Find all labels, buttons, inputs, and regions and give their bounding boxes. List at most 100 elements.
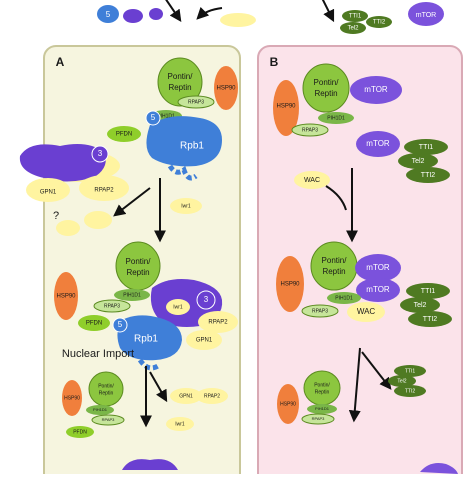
- a3-pfdn-label: PFDN: [86, 321, 102, 327]
- b3-tti1: [394, 365, 426, 377]
- b1-hsp90: [273, 80, 299, 136]
- a1-pontin-l1: Pontin/: [168, 72, 194, 81]
- b1-tti1: [404, 139, 448, 155]
- a-unknown-mark: ?: [53, 210, 59, 222]
- a3-iwr1: [166, 299, 190, 315]
- a1-rpb1: [146, 116, 222, 167]
- b2-mtor-label: mTOR: [366, 263, 390, 272]
- b1-pih1d1-label: PIH1D1: [327, 115, 345, 121]
- top-tti2-label: TTI2: [373, 20, 386, 26]
- top-mtor-label: mTOR: [416, 12, 436, 19]
- a3-pih1d1-label: PIH1D1: [123, 292, 141, 298]
- panel-a-complex-2: 3 GPN1 RPAP2: [19, 144, 129, 202]
- a2-rpb3: [91, 145, 109, 163]
- b-wac-free: [294, 171, 330, 189]
- a4-pontin-l1: Pontin/: [98, 383, 114, 389]
- a3-rpap3: [93, 299, 131, 313]
- a3-rpb5-num: 5: [118, 320, 123, 329]
- a3-rpb1-tail: [137, 358, 160, 371]
- a3-rpap2-label: RPAP2: [208, 320, 228, 326]
- b1-mtor-label: mTOR: [364, 85, 388, 94]
- a1-pfdn-label: PFDN: [116, 132, 132, 138]
- b3-tel2-label: Tel2: [397, 378, 406, 384]
- b-arrow-down-2: [348, 347, 361, 423]
- a3-iwr1-label: Iwr1: [173, 304, 183, 310]
- b2-pontin-l1: Pontin/: [322, 256, 348, 265]
- a-iwr1-free: [170, 198, 202, 214]
- b2-tti1: [406, 283, 450, 299]
- a1-pontin-l2: Reptin: [168, 83, 191, 92]
- b2-tti1-label: TTI1: [421, 288, 435, 295]
- a3-rpap2: [198, 311, 238, 333]
- a4-gpn1-label: GPN1: [179, 393, 193, 399]
- top-tel2-label: Tel2: [347, 26, 359, 32]
- b3-rpap3-label: RPAP3: [312, 416, 326, 421]
- b3-pih1d1: [307, 404, 337, 414]
- b3-hsp90-label: HSP90: [280, 401, 296, 407]
- a1-pontin: [157, 57, 203, 107]
- top-tel2: [340, 22, 366, 34]
- panel-a-complex-4: HSP90 Pontin/ Reptin PIH1D1 RPAP3 PFDN G…: [62, 366, 228, 470]
- b2-rpap3: [301, 304, 339, 318]
- b1-pontin-l2: Reptin: [314, 89, 337, 98]
- b1-tti1-label: TTI1: [419, 144, 433, 151]
- a4-pontin-l2: Reptin: [99, 390, 114, 396]
- b3-tel2: [388, 375, 416, 387]
- a4-rpap3-label: RPAP3: [102, 417, 116, 422]
- top-rpb-num: 5: [106, 10, 111, 19]
- a4-hsp90: [62, 380, 82, 416]
- top-tti2: [366, 16, 392, 28]
- b2-mtor-2-label: mTOR: [366, 285, 390, 294]
- b1-tel2-label: Tel2: [412, 158, 425, 165]
- b2-tel2-label: Tel2: [414, 302, 427, 309]
- a2-rpb-complex: [19, 144, 106, 182]
- b2-hsp90: [276, 256, 304, 312]
- a4-pfdn: [66, 426, 94, 438]
- panel-b-complex-2: HSP90 Pontin/ Reptin mTOR mTOR PIH1D1 RP…: [276, 241, 452, 327]
- panel-b: B HSP90 Pontin/ Reptin mTOR PIH1D1 RPAP3…: [257, 45, 463, 479]
- b1-mtor-2: [356, 131, 400, 157]
- b2-pih1d1-label: PIH1D1: [335, 295, 353, 301]
- a-arrow-dissociate: [113, 187, 151, 217]
- a-iwr1-free-label: Iwr1: [181, 203, 191, 209]
- top-rpb-blob: [97, 5, 119, 23]
- top-arrow-a2: [196, 6, 223, 20]
- a3-rpb5: [112, 317, 128, 333]
- a1-rpb1-tail: [167, 164, 198, 181]
- a3-hsp90: [54, 272, 78, 320]
- b1-tel2: [398, 153, 438, 169]
- a3-rpap3-label: RPAP3: [104, 303, 120, 309]
- nuclear-import-label: Nuclear Import: [62, 348, 134, 360]
- a4-iwr1: [166, 417, 194, 431]
- b2-tti2: [408, 311, 452, 327]
- a1-pih1d1-label: PIH1D1: [157, 113, 175, 119]
- a4-rpb-bottom: [122, 459, 178, 470]
- a3-gpn1: [186, 330, 222, 350]
- b3-rpap3: [301, 413, 335, 425]
- a4-hsp90-label: HSP90: [64, 395, 80, 401]
- a1-rpap3: [177, 95, 215, 109]
- a3-rpb3-num: 3: [204, 295, 209, 304]
- a4-rpap2-label: RPAP2: [204, 393, 220, 399]
- panel-a: A HSP90 Pontin/ Reptin RPAP3 PIH1D1 PFDN…: [19, 45, 241, 479]
- panel-b-complex-3: HSP90 Pontin/ Reptin PIH1D1 RPAP3 TTI1 T…: [277, 347, 458, 474]
- a1-pfdn: [107, 126, 141, 142]
- top-strip: 5 TTI1 Tel2 TTI2 mTOR: [97, 0, 444, 34]
- b2-pih1d1: [327, 292, 361, 304]
- b1-pontin: [302, 63, 350, 113]
- b3-tti2-label: TTI2: [405, 388, 415, 394]
- b-arrow-merge: [325, 185, 347, 211]
- top-rpb-blob-3: [149, 8, 163, 20]
- a3-rpb1: [117, 315, 182, 361]
- a4-rpap2: [196, 388, 228, 404]
- b1-hsp90-label: HSP90: [276, 104, 296, 110]
- a2-rpb3-num: 3: [98, 149, 103, 158]
- a4-pih1d1-label: PIH1D1: [93, 407, 108, 412]
- panel-b-transition: WAC: [294, 168, 358, 243]
- a4-gpn1: [170, 388, 202, 404]
- b1-rpap3: [291, 123, 329, 137]
- b-arrow-release: [361, 351, 392, 390]
- a2-rpap2-label: RPAP2: [94, 188, 114, 194]
- b1-tti2-label: TTI2: [421, 172, 435, 179]
- top-arrow-a: [165, 0, 182, 22]
